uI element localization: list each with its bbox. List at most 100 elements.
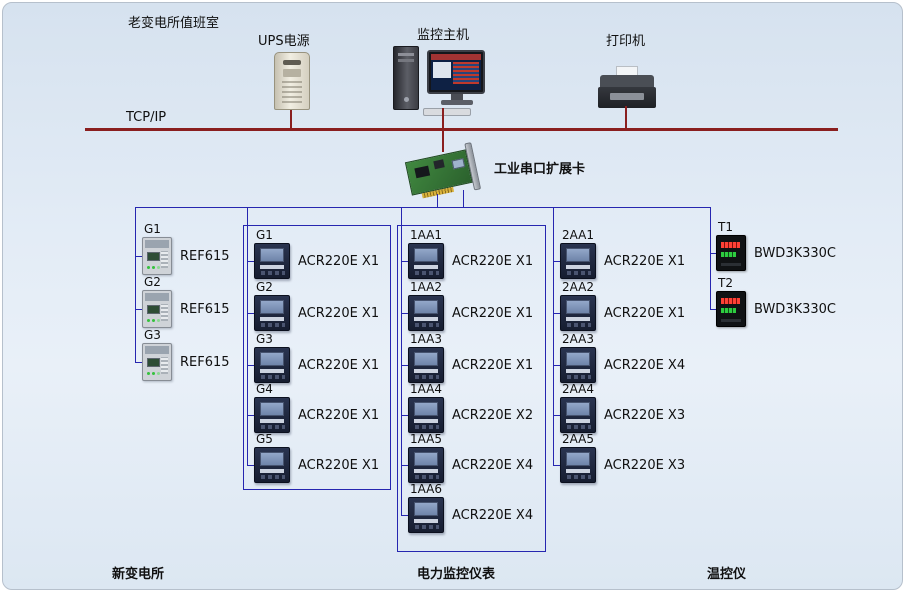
wire-stub (247, 365, 254, 366)
device-unit: 1AA4 ACR220E X2 (408, 382, 568, 433)
device-model: ACR220E X3 (604, 457, 686, 473)
wire-stub (553, 365, 560, 366)
footer-temp-controller: 温控仪 (707, 567, 747, 582)
power-meter-icon (254, 243, 290, 279)
device-model: REF615 (180, 354, 230, 370)
device-model: REF615 (180, 301, 230, 317)
wire-col3 (401, 207, 402, 516)
device-unit: T2 BWD3K330C (716, 276, 876, 327)
tcpip-bus-line (85, 128, 838, 131)
serial-card-label: 工业串口扩展卡 (494, 162, 586, 177)
power-meter-icon (560, 243, 596, 279)
wire-col5 (710, 207, 711, 310)
wire-stub (401, 313, 408, 314)
device-tag: G3 (144, 328, 161, 342)
device-model: ACR220E X1 (452, 357, 534, 373)
device-tag: 1AA3 (410, 332, 443, 346)
ref615-relay-icon (142, 343, 172, 381)
device-unit: G3 REF615 (142, 328, 302, 381)
ups-icon (274, 52, 310, 110)
group-box-1aa-meters (397, 225, 546, 552)
host-label: 监控主机 (417, 28, 470, 43)
device-model: BWD3K330C (754, 301, 837, 317)
device-model: ACR220E X4 (604, 357, 686, 373)
wire-stub (553, 465, 560, 466)
wire-stub (135, 256, 142, 257)
serial-bus-line (135, 207, 711, 208)
device-unit: G2 REF615 (142, 275, 302, 328)
device-model: ACR220E X2 (452, 407, 534, 423)
wire-stub (247, 465, 254, 466)
device-model: BWD3K330C (754, 245, 837, 261)
device-tag: 2AA3 (562, 332, 595, 346)
device-model: REF615 (180, 248, 230, 264)
device-unit: G1 ACR220E X1 (254, 228, 414, 279)
footer-power-meters: 电力监控仪表 (417, 567, 496, 582)
footer-new-substation: 新变电所 (112, 567, 165, 582)
device-model: ACR220E X4 (452, 457, 534, 473)
device-unit: G4 ACR220E X1 (254, 382, 414, 433)
wire-col4 (553, 207, 554, 466)
device-tag: 2AA4 (562, 382, 595, 396)
device-tag: G2 (144, 275, 161, 289)
wire-stub (401, 365, 408, 366)
wire-stub (135, 362, 142, 363)
device-unit: 2AA1 ACR220E X1 (560, 228, 720, 279)
device-tag: G1 (144, 222, 161, 236)
printer-icon (598, 66, 656, 108)
device-model: ACR220E X1 (452, 305, 534, 321)
ref615-relay-icon (142, 237, 172, 275)
device-model: ACR220E X1 (298, 305, 380, 321)
wire-stub (710, 253, 716, 254)
wire-stub (247, 415, 254, 416)
printer-label: 打印机 (606, 34, 646, 49)
device-tag: 2AA5 (562, 432, 595, 446)
power-meter-icon (560, 347, 596, 383)
device-tag: G3 (256, 332, 273, 346)
device-tag: 1AA6 (410, 482, 443, 496)
power-meter-icon (560, 295, 596, 331)
device-unit: 1AA3 ACR220E X1 (408, 332, 568, 383)
power-meter-icon (254, 447, 290, 483)
device-tag: T1 (718, 220, 733, 234)
power-meter-icon (408, 347, 444, 383)
wire-ups (290, 110, 292, 128)
room-title: 老变电所值班室 (128, 16, 220, 31)
wire-stub (247, 313, 254, 314)
wire-card-drop-1 (437, 194, 438, 208)
wire-stub (553, 313, 560, 314)
device-tag: 1AA1 (410, 228, 443, 242)
device-tag: 1AA2 (410, 280, 443, 294)
power-meter-icon (408, 295, 444, 331)
device-unit: G1 REF615 (142, 222, 302, 275)
device-unit: T1 BWD3K330C (716, 220, 876, 271)
device-model: ACR220E X1 (452, 253, 534, 269)
wire-col2 (247, 207, 248, 466)
wire-stub (401, 465, 408, 466)
power-meter-icon (408, 243, 444, 279)
device-unit: 2AA2 ACR220E X1 (560, 280, 720, 331)
device-tag: T2 (718, 276, 733, 290)
device-unit: G5 ACR220E X1 (254, 432, 414, 483)
device-tag: 2AA1 (562, 228, 595, 242)
temperature-controller-icon (716, 235, 746, 271)
device-unit: 2AA5 ACR220E X3 (560, 432, 720, 483)
device-model: ACR220E X1 (604, 253, 686, 269)
wire-host (442, 108, 444, 152)
wire-col1 (135, 207, 136, 363)
device-model: ACR220E X1 (604, 305, 686, 321)
device-model: ACR220E X1 (298, 457, 380, 473)
temperature-controller-icon (716, 291, 746, 327)
power-meter-icon (254, 295, 290, 331)
device-unit: 1AA1 ACR220E X1 (408, 228, 568, 279)
device-unit: 1AA5 ACR220E X4 (408, 432, 568, 483)
device-tag: G1 (256, 228, 273, 242)
monitoring-host-icon (393, 42, 491, 118)
device-tag: G5 (256, 432, 273, 446)
device-unit: G2 ACR220E X1 (254, 280, 414, 331)
power-meter-icon (408, 497, 444, 533)
device-model: ACR220E X1 (298, 357, 380, 373)
device-tag: 1AA4 (410, 382, 443, 396)
wire-printer (625, 106, 627, 128)
